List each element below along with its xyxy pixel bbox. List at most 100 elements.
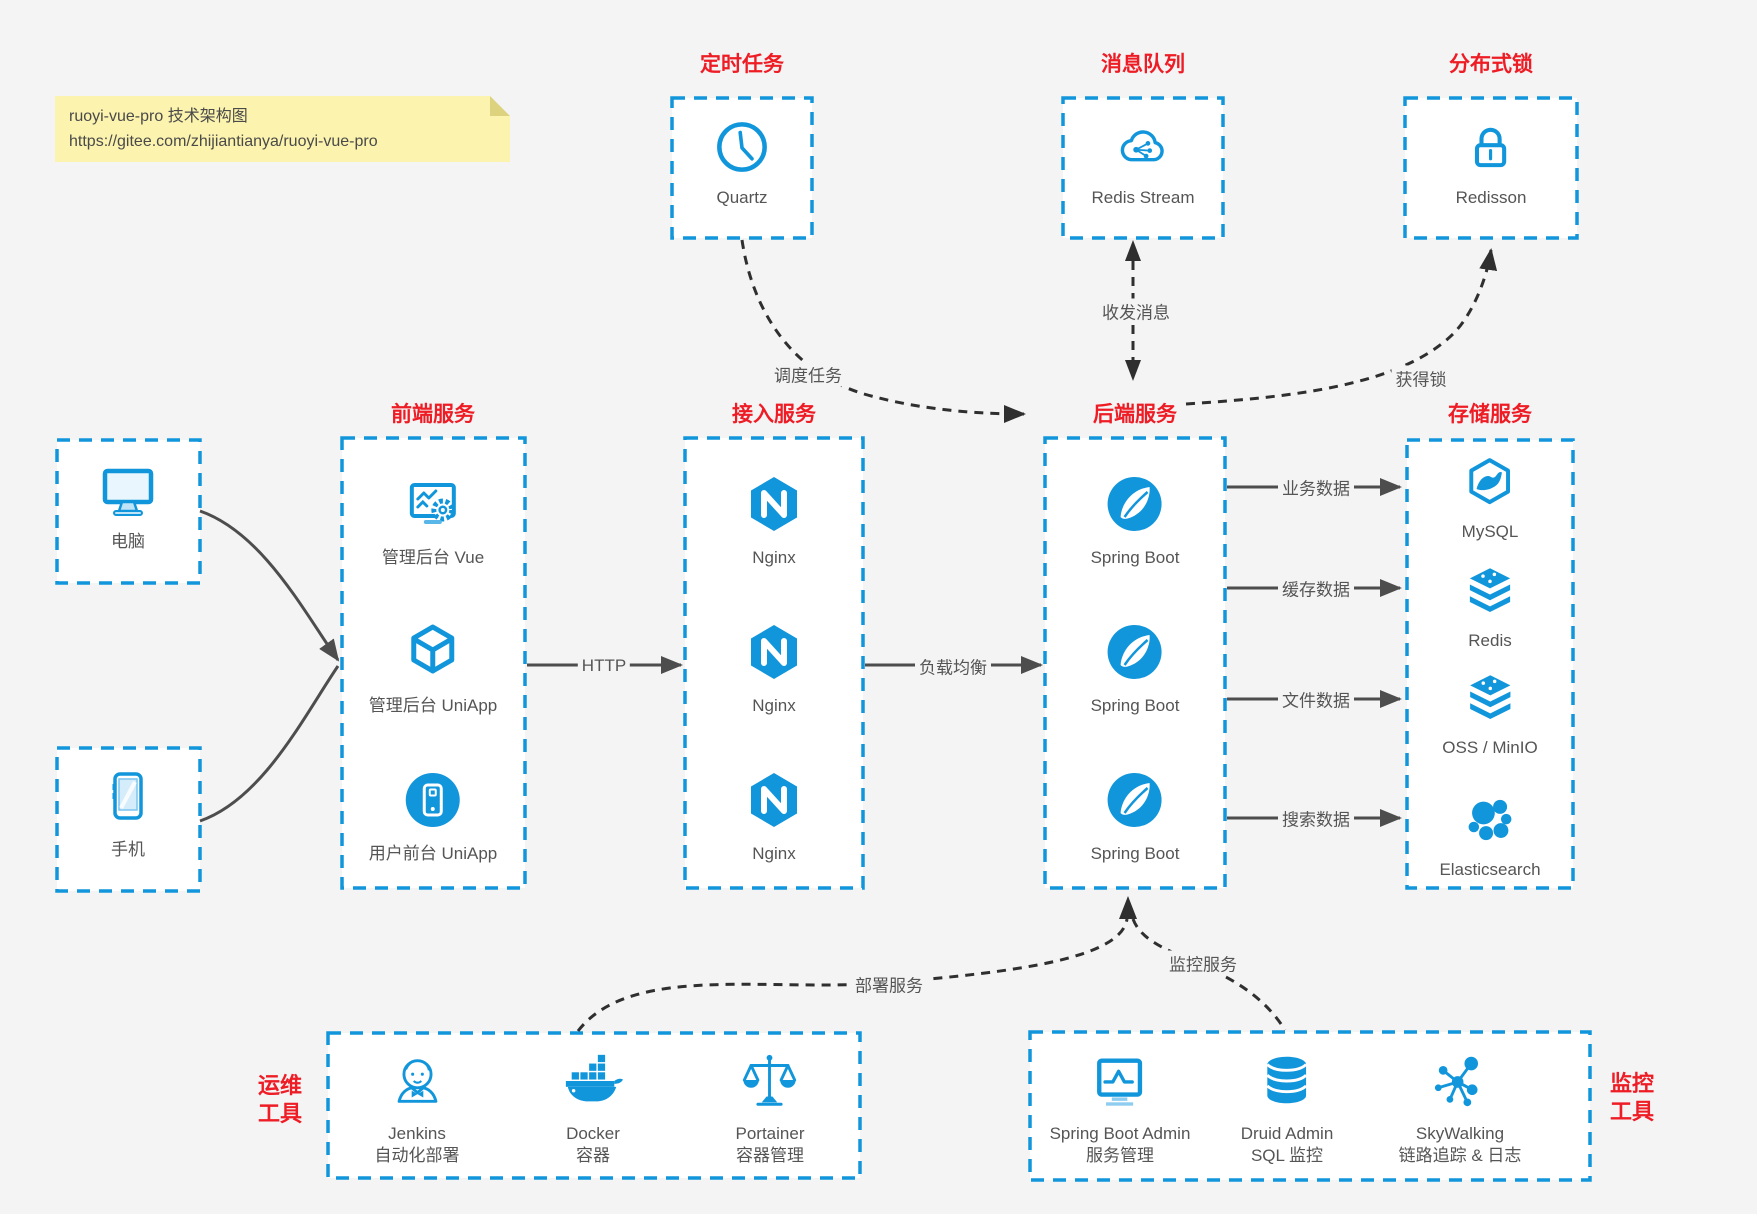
node-label: 管理后台 UniApp [368, 696, 498, 715]
node-label: Spring Boot [1090, 696, 1180, 715]
jenkins-icon [386, 1050, 448, 1117]
edge-label-acquire-lock: 获得锁 [1391, 365, 1451, 391]
group-title-gateway: 接入服务 [732, 403, 816, 426]
edge-label-schedule-task: 调度任务 [770, 361, 846, 387]
ops-title-line2: 工具 [257, 1101, 302, 1126]
node-admin-uniapp: 管理后台 UniApp [369, 620, 497, 717]
arrowhead-into-backend [1119, 896, 1137, 919]
node-pc: 电脑 [96, 456, 160, 553]
edge-label-send-receive-msg: 收发消息 [1098, 298, 1174, 324]
arrowhead-msg-up [1125, 240, 1141, 261]
node-label: Spring Boot [1090, 844, 1180, 863]
node-skywalking: SkyWalking 链路追踪 & 日志 [1399, 1050, 1521, 1167]
node-quartz: Quartz [713, 118, 771, 209]
monitor-chart-icon [1089, 1050, 1151, 1117]
message-queue-box [1061, 96, 1225, 240]
node-label: Jenkins [388, 1124, 446, 1143]
node-label: 管理后台 Vue [381, 548, 485, 567]
lock-icon [1462, 118, 1520, 181]
node-label: Redisson [1455, 188, 1527, 207]
arrowhead-msg-down [1125, 360, 1141, 381]
mobile-icon [96, 764, 160, 833]
node-sublabel: SQL 监控 [1250, 1146, 1324, 1165]
portainer-icon [739, 1050, 801, 1117]
arrow-pc-to-frontend [199, 509, 340, 662]
edge-label-file-data: 文件数据 [1278, 686, 1354, 712]
group-title-distributed-lock: 分布式锁 [1449, 53, 1533, 76]
nginx-icon [742, 472, 806, 541]
node-label: Quartz [716, 188, 768, 207]
distributed-lock-box [1403, 96, 1579, 240]
node-nginx-3: Nginx [742, 768, 806, 865]
uniapp-cube-icon [401, 620, 465, 689]
edge-label-deploy-service: 部署服务 [851, 971, 927, 997]
node-label: Redis Stream [1091, 188, 1195, 207]
note-url: https://gitee.com/zhijiantianya/ruoyi-vu… [69, 133, 378, 150]
node-admin-vue: 管理后台 Vue [382, 472, 484, 569]
edge-label-load-balance: 负载均衡 [915, 653, 991, 679]
node-sublabel: 容器 [576, 1146, 610, 1165]
node-spring-boot-admin: Spring Boot Admin 服务管理 [1049, 1050, 1191, 1167]
arrow-deploy-service [576, 918, 1129, 1032]
spring-icon [1103, 620, 1167, 689]
arrow-schedule-task [740, 239, 1026, 423]
node-label: Docker [566, 1124, 620, 1143]
node-label: Spring Boot [1090, 548, 1180, 567]
edge-label-monitor-service: 监控服务 [1165, 950, 1241, 976]
node-label: Portainer [735, 1124, 805, 1143]
node-label: OSS / MinIO [1442, 738, 1538, 757]
node-elasticsearch: Elasticsearch [1439, 792, 1541, 881]
docker-icon [562, 1050, 624, 1117]
node-redisson: Redisson [1455, 118, 1527, 209]
node-label: Nginx [752, 844, 796, 863]
note-title: ruoyi-vue-pro 技术架构图 [69, 108, 248, 125]
edge-label-search-data: 搜索数据 [1278, 805, 1354, 831]
node-nginx-2: Nginx [742, 620, 806, 717]
spring-icon [1103, 472, 1167, 541]
storage-stack-icon [1462, 670, 1518, 731]
node-mobile: 手机 [96, 764, 160, 861]
monitor-title-line1: 监控 [1609, 1071, 1654, 1096]
admin-vue-icon [401, 472, 465, 541]
group-title-message-queue: 消息队列 [1101, 53, 1185, 76]
node-label: 电脑 [111, 532, 145, 551]
ops-title-line1: 运维 [257, 1073, 302, 1098]
node-label: Spring Boot Admin [1049, 1124, 1191, 1143]
node-label: Elasticsearch [1439, 860, 1541, 879]
node-portainer: Portainer 容器管理 [735, 1050, 805, 1167]
node-redis-stream: Redis Stream [1091, 118, 1195, 209]
node-redis: Redis [1462, 563, 1518, 652]
group-title-scheduled-tasks: 定时任务 [700, 53, 784, 76]
sticky-note: ruoyi-vue-pro 技术架构图 https://gitee.com/zh… [55, 96, 510, 162]
node-mysql: MySQL [1461, 454, 1519, 543]
node-jenkins: Jenkins 自动化部署 [375, 1050, 460, 1167]
node-label: Nginx [752, 548, 796, 567]
database-icon [1256, 1050, 1318, 1117]
group-title-storage: 存储服务 [1448, 403, 1532, 426]
node-label: Redis [1468, 631, 1512, 650]
node-sublabel: 自动化部署 [374, 1146, 460, 1165]
node-nginx-1: Nginx [742, 472, 806, 569]
edge-label-business-data: 业务数据 [1278, 474, 1354, 500]
node-docker: Docker 容器 [562, 1050, 624, 1167]
arrow-mobile-to-frontend [199, 665, 340, 823]
storage-stack-icon [1462, 563, 1518, 624]
node-label: 手机 [111, 840, 145, 859]
group-title-frontend: 前端服务 [391, 403, 475, 426]
elasticsearch-icon [1462, 792, 1518, 853]
edge-label-http: HTTP [577, 656, 631, 676]
clock-icon [713, 118, 771, 181]
group-title-backend: 后端服务 [1093, 403, 1177, 426]
node-label: MySQL [1461, 522, 1519, 541]
edge-label-cache-data: 缓存数据 [1278, 575, 1354, 601]
node-label: Nginx [752, 696, 796, 715]
node-springboot-1: Spring Boot [1090, 472, 1180, 569]
group-title-monitor-tools: 监控 工具 [1604, 1070, 1660, 1126]
group-title-ops-tools: 运维 工具 [252, 1072, 308, 1128]
desktop-icon [96, 456, 160, 525]
node-label: SkyWalking [1415, 1124, 1505, 1143]
node-druid-admin: Druid Admin SQL 监控 [1241, 1050, 1333, 1167]
nginx-icon [742, 620, 806, 689]
node-sublabel: 服务管理 [1086, 1146, 1154, 1165]
